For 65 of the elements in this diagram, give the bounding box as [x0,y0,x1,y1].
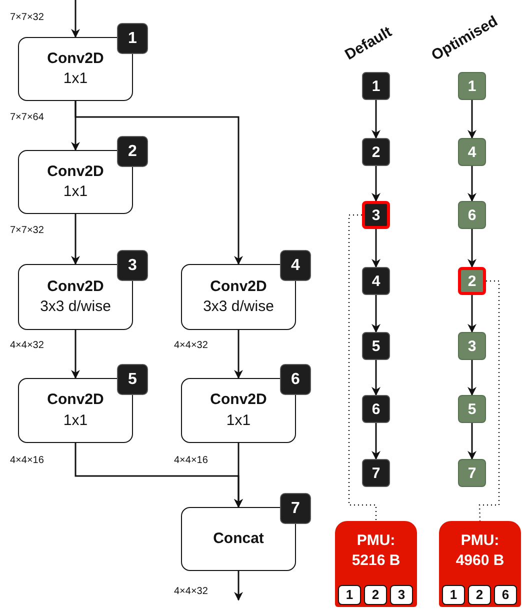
step-box: 6 [458,201,486,229]
layer-name: Conv2D [210,390,267,410]
step-box: 2 [362,138,390,166]
layer-detail: 1x1 [63,410,88,430]
step-box: 3 [458,332,486,360]
layer-detail: 3x3 d/wise [203,297,274,317]
layer-name: Conv2D [47,390,104,410]
arrow [71,0,80,38]
arrow [372,295,380,333]
arrow [372,166,380,202]
memory-label: PMU: 4960 B [454,531,506,570]
dotted-connector [348,214,377,521]
arrow [372,423,380,460]
step-badge: 1 [117,23,148,54]
arrow [372,360,380,396]
step-box: 5 [458,395,486,423]
step-box: 6 [362,395,390,423]
layer-detail: 1x1 [226,410,251,430]
slot-box: 3 [390,585,413,605]
highlighted-step-box: 3 [362,201,390,229]
arrow [234,330,243,379]
arrow [74,101,243,265]
step-badge: 4 [280,250,311,281]
memory-label: PMU: 5216 B [350,531,402,570]
layer-detail: 1x1 [63,182,88,202]
slot-box: 1 [338,585,361,605]
slot-box: 1 [442,585,465,605]
step-box: 1 [458,72,486,100]
arrow [468,229,476,268]
slot-box: 2 [468,585,491,605]
arrow [372,100,380,139]
step-badge: 2 [117,136,148,167]
step-badge: 7 [280,493,311,524]
arrow [71,330,80,379]
highlighted-step-box: 2 [458,267,486,295]
step-box: 7 [362,459,390,487]
step-box: 4 [362,267,390,295]
step-box: 1 [362,72,390,100]
layer-detail: 3x3 d/wise [40,297,111,317]
layer-name: Conv2D [47,48,104,69]
slot-box: 6 [494,585,517,605]
arrow [468,360,476,396]
dotted-connector [478,280,500,522]
arrow [234,571,243,601]
arrow [468,423,476,460]
layer-detail: 1x1 [63,69,88,89]
layer-name: Conv2D [47,276,104,297]
step-badge: 5 [117,364,148,395]
arrow [372,229,380,268]
layer-name: Conv2D [210,276,267,297]
arrow [71,214,80,265]
arrow [234,443,243,508]
arrow [468,100,476,139]
step-badge: 3 [117,250,148,281]
memory-box [439,521,521,607]
step-box: 4 [458,138,486,166]
memory-box [335,521,417,607]
arrow [468,295,476,333]
step-box: 5 [362,332,390,360]
layer-name: Concat [213,528,264,549]
arrow [468,166,476,202]
step-badge: 6 [280,364,311,395]
slot-box: 2 [364,585,387,605]
layer-name: Conv2D [47,162,104,182]
step-box: 7 [458,459,486,487]
